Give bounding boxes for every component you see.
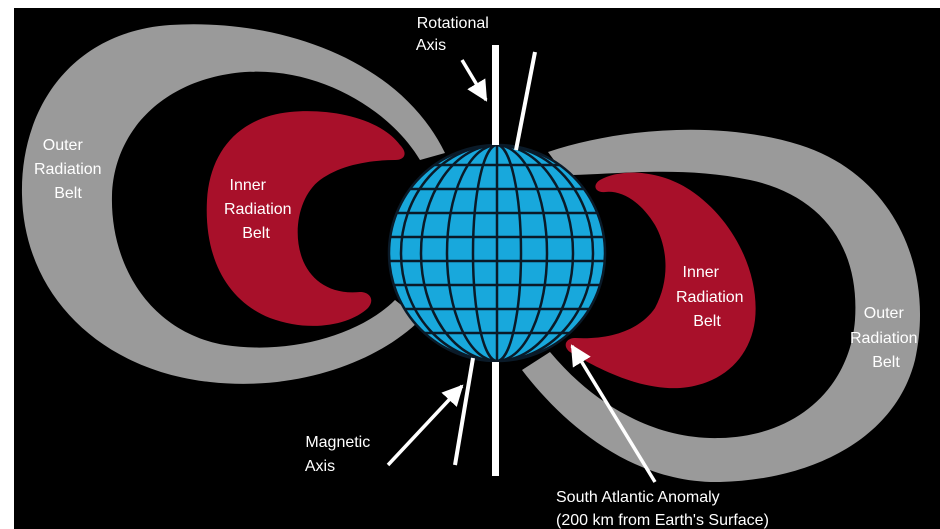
outer-radiation-belt-right — [522, 129, 921, 483]
rotational-axis-pointer-arrow — [460, 59, 488, 102]
outer-belt-left-label: Outer Radiation Belt — [34, 137, 106, 202]
rotational-axis — [492, 45, 499, 476]
rotational-axis-label: Rotational Axis — [416, 15, 493, 54]
south-atlantic-anomaly-pointer-arrow — [570, 344, 657, 483]
inner-belt-left-label: Inner Radiation Belt — [224, 177, 296, 242]
outer-radiation-belt-left — [21, 24, 445, 384]
inner-belt-right-label: Inner Radiation Belt — [676, 264, 748, 330]
magnetic-axis — [453, 51, 537, 466]
magnetic-axis-pointer-arrow — [386, 384, 464, 467]
inner-radiation-belt-right — [565, 172, 756, 389]
magnetic-axis-label: Magnetic Axis — [305, 434, 375, 475]
inner-radiation-belt-left — [206, 111, 405, 326]
south-atlantic-anomaly-label: South Atlantic Anomaly (200 km from Eart… — [556, 489, 769, 529]
outer-belt-right-label: Outer Radiation Belt — [850, 305, 922, 371]
